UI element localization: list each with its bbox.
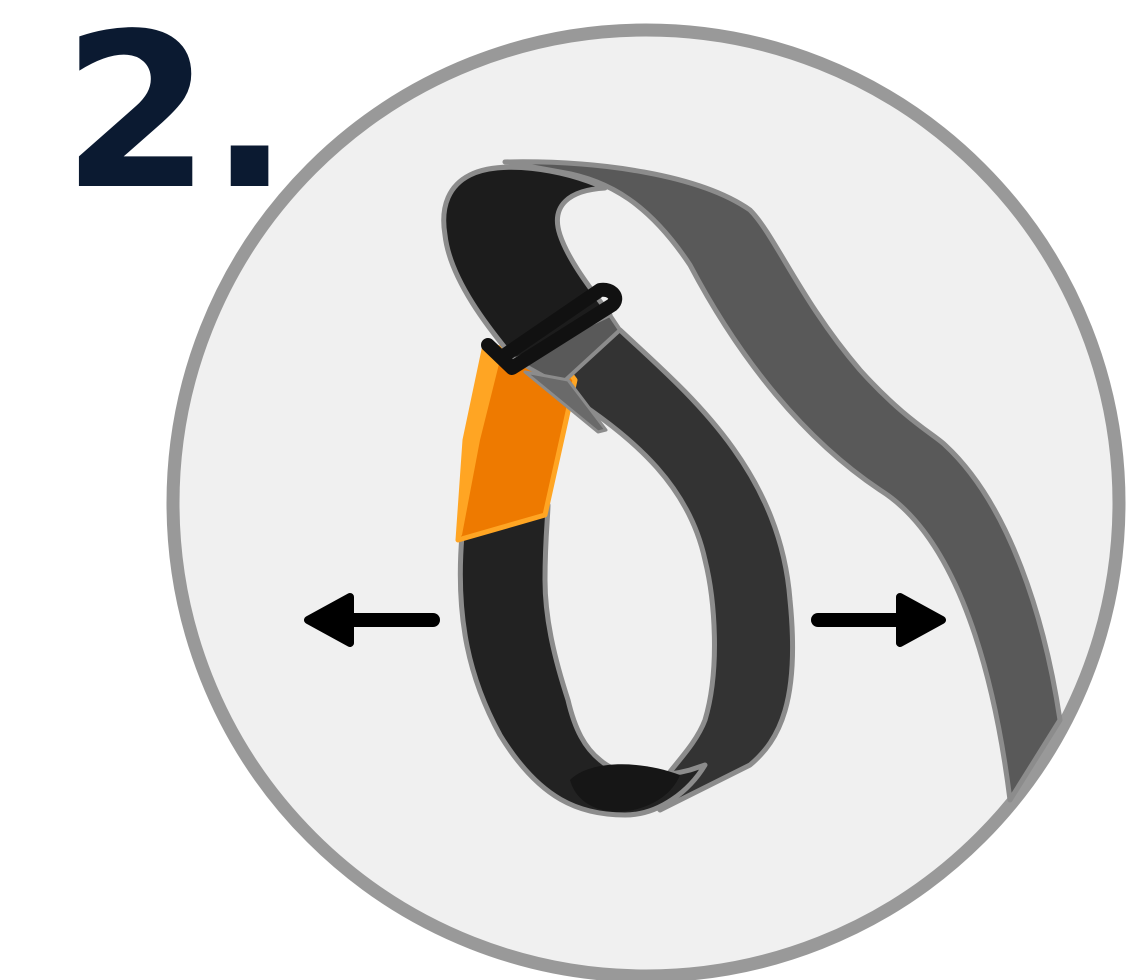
step-number: 2. (62, 6, 288, 220)
